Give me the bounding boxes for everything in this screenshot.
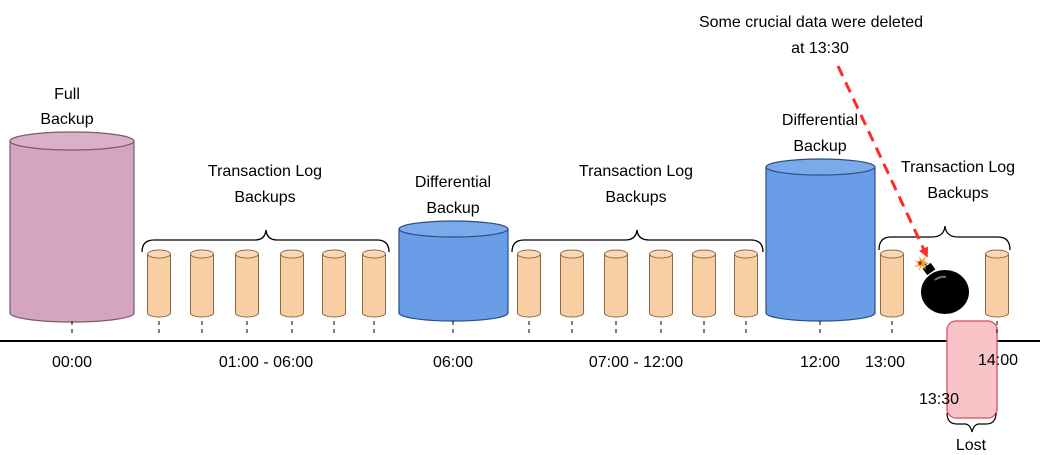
brace-tlog-1: [141, 229, 390, 253]
time-label-1200: 12:00: [800, 354, 840, 371]
full-backup-label-1: Full: [54, 86, 80, 103]
deletion-arrow: [836, 65, 928, 258]
diff2-label-2: Backup: [793, 138, 846, 155]
transaction-log-cylinder: [649, 249, 673, 318]
transaction-log-cylinder: [190, 249, 214, 318]
transaction-log-cylinder: [604, 249, 628, 318]
transaction-log-cylinder: [734, 249, 758, 318]
timeline-ticks: [71, 321, 998, 337]
tlog1-label-1: Transaction Log: [208, 163, 322, 180]
time-label-0000: 00:00: [52, 354, 92, 371]
differential-backup-cylinder-1: [398, 220, 509, 322]
diff1-label-1: Differential: [415, 174, 491, 191]
tlog1-label-2: Backups: [234, 189, 295, 206]
differential-backup-cylinder-2: [765, 158, 876, 322]
time-label-1300: 13:00: [865, 354, 905, 371]
tlog3-label-2: Backups: [927, 185, 988, 202]
time-label-1400: 14:00: [978, 352, 1018, 369]
time-label-0712: 07:00 - 12:00: [589, 354, 683, 371]
brace-tlog-3: [878, 225, 1011, 251]
annotation-line-1: Some crucial data were deleted: [699, 14, 923, 31]
lost-region: [946, 320, 998, 419]
time-label-1330: 13:30: [919, 391, 959, 408]
brace-lost: [946, 412, 997, 433]
transaction-log-cylinder: [880, 249, 904, 318]
transaction-log-cylinder: [280, 249, 304, 318]
transaction-log-cylinder: [517, 249, 541, 318]
transaction-log-cylinder: [235, 249, 259, 318]
diff1-label-2: Backup: [426, 200, 479, 217]
full-backup-cylinder: [9, 131, 135, 323]
lost-label: Lost: [956, 437, 987, 454]
tlog2-label-2: Backups: [605, 189, 666, 206]
bomb-icon: [913, 255, 969, 314]
tlog2-label-1: Transaction Log: [579, 163, 693, 180]
time-label-0600: 06:00: [433, 354, 473, 371]
tlog3-label-1: Transaction Log: [901, 159, 1015, 176]
transaction-log-cylinder: [692, 249, 716, 318]
annotation-line-2: at 13:30: [791, 40, 849, 57]
diff2-label-1: Differential: [782, 112, 858, 129]
time-label-0106: 01:00 - 06:00: [219, 354, 313, 371]
full-backup-label-2: Backup: [40, 111, 93, 128]
transaction-log-cylinder: [560, 249, 584, 318]
transaction-log-cylinder: [147, 249, 171, 318]
transaction-log-cylinder: [362, 249, 386, 318]
brace-tlog-2: [511, 229, 764, 253]
transaction-log-cylinder: [985, 249, 1009, 318]
transaction-log-cylinders: [147, 249, 1009, 318]
transaction-log-cylinder: [322, 249, 346, 318]
